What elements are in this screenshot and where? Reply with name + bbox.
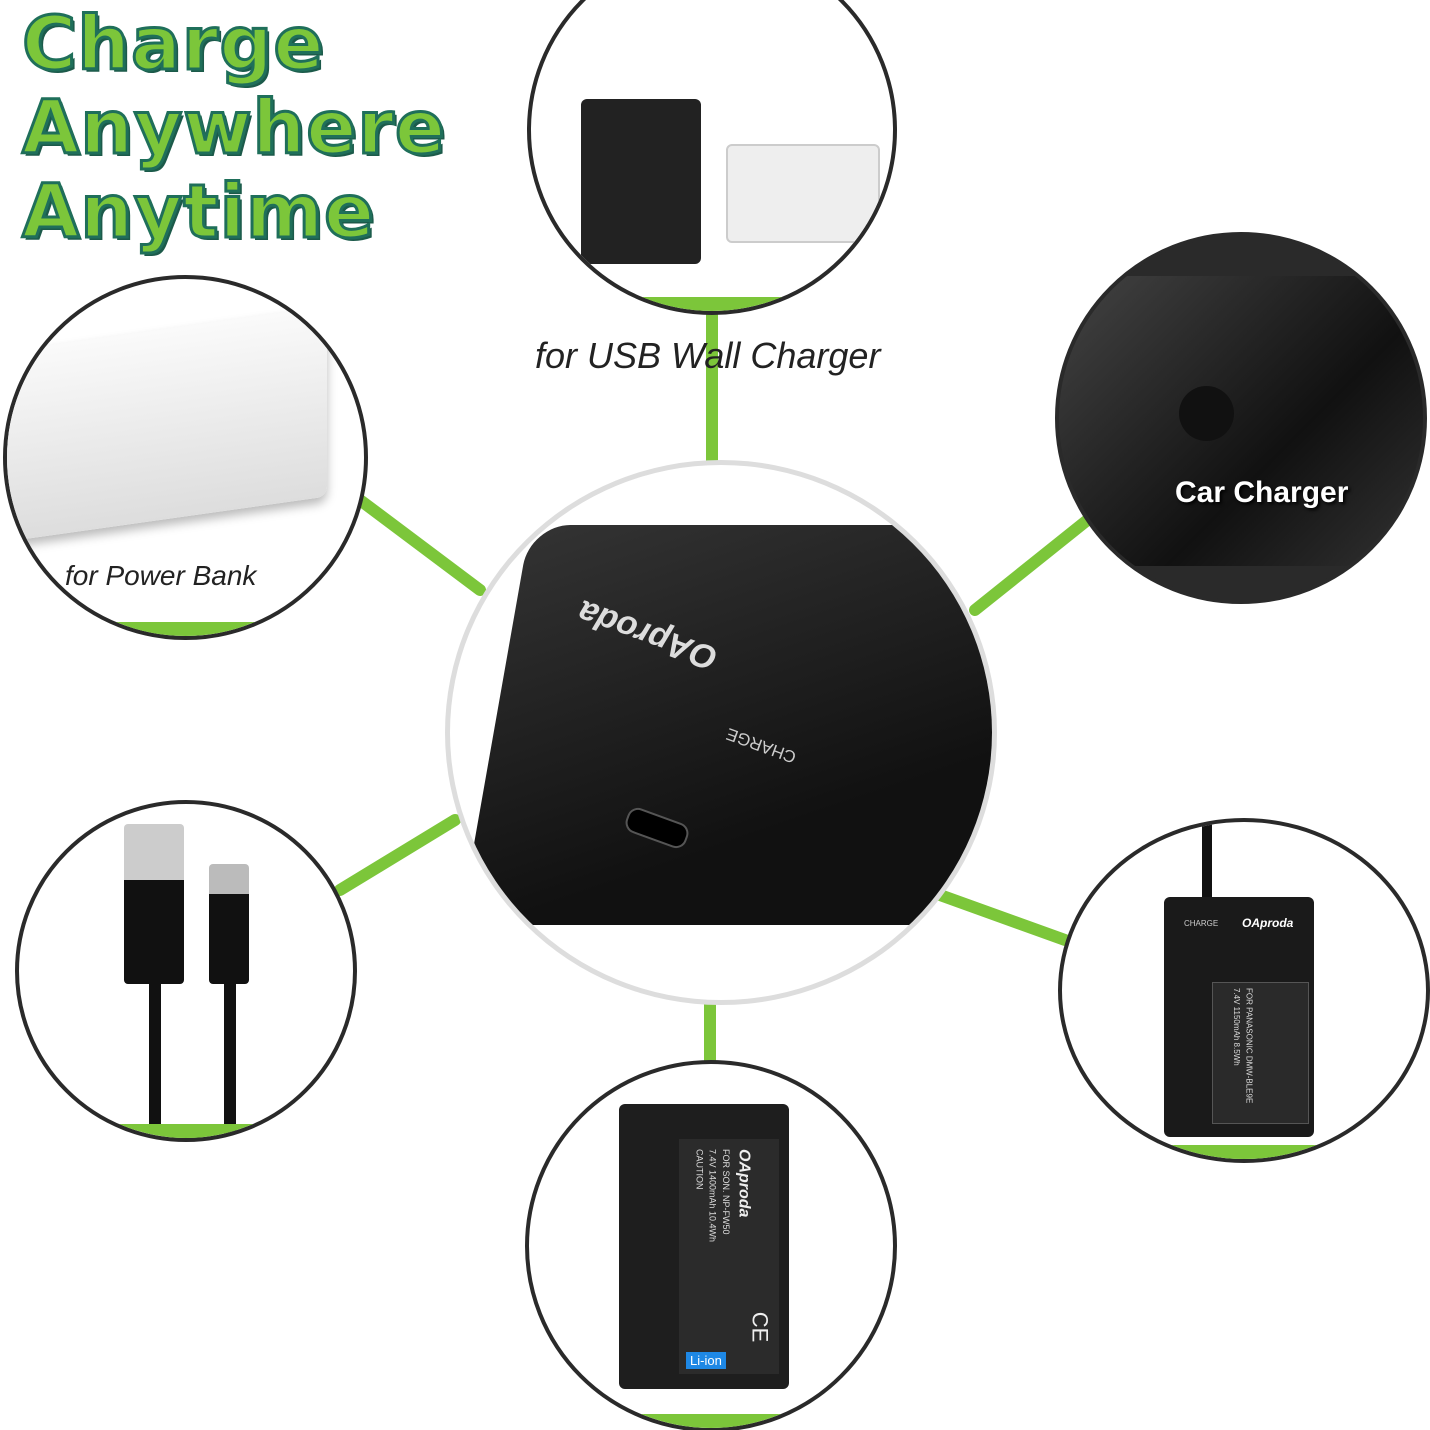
gear-shift [1179, 386, 1234, 441]
car-charger-label: Car Charger [1175, 476, 1349, 509]
battery-spec: 7.4V 1400mAh 10.4Wh [707, 1149, 718, 1243]
cradle-brand: OAproda [1242, 916, 1294, 930]
headline-line: Charge [20, 1, 325, 88]
connector-cable [334, 814, 461, 896]
charger-body [459, 525, 992, 925]
li-ion-badge: Li-ion [686, 1352, 726, 1369]
headline-line: Anywhere [20, 85, 447, 172]
power-bank [7, 306, 327, 542]
center-charger-circle: OAproda CHARGE [445, 460, 997, 1005]
black-wall-adapter [581, 99, 701, 264]
panasonic-battery-label: FOR PANASONIC DMW-BLE9E 7.4V 1150mAh 8.5… [1232, 988, 1253, 1103]
cradle-charge-label: CHARGE [1184, 919, 1219, 928]
cable [149, 984, 161, 1134]
battery-label-panel [679, 1139, 779, 1374]
battery-model: FOR SON. NP-FW50 [721, 1149, 732, 1235]
car-charger-circle [1055, 232, 1427, 604]
car-console [1059, 276, 1423, 566]
connector-power-bank [354, 494, 486, 596]
charger-with-battery-circle: CHARGE OAproda FOR PANASONIC DMW-BLE9E 7… [1058, 818, 1430, 1163]
usb-a-plug [124, 824, 184, 984]
usb-c-plug [209, 864, 249, 984]
panasonic-battery [1212, 982, 1309, 1124]
headline: Charge Anywhere Anytime [20, 1, 447, 256]
usb-cable-circle [15, 800, 357, 1142]
cable [1202, 822, 1212, 897]
wall-charger-label: for USB Wall Charger [535, 335, 881, 376]
battery-model: FOR PANASONIC DMW-BLE9E [1244, 988, 1254, 1104]
cable [224, 984, 236, 1134]
headline-line: Anytime [20, 169, 376, 256]
battery-spec: 7.4V 1150mAh 8.5Wh [1232, 988, 1242, 1066]
wall-charger-circle [527, 0, 897, 315]
ce-mark: CE [747, 1311, 773, 1343]
power-bank-label: for Power Bank [65, 560, 257, 591]
white-wall-adapter [726, 144, 880, 243]
battery-brand: OAproda [735, 1149, 753, 1218]
battery-circle: OAproda FOR SON. NP-FW50 7.4V 1400mAh 10… [525, 1060, 897, 1430]
battery-text-block: OAproda FOR SON. NP-FW50 7.4V 1400mAh 10… [694, 1149, 752, 1242]
battery-caution: CAUTION [694, 1149, 705, 1190]
power-bank-circle [3, 275, 368, 640]
